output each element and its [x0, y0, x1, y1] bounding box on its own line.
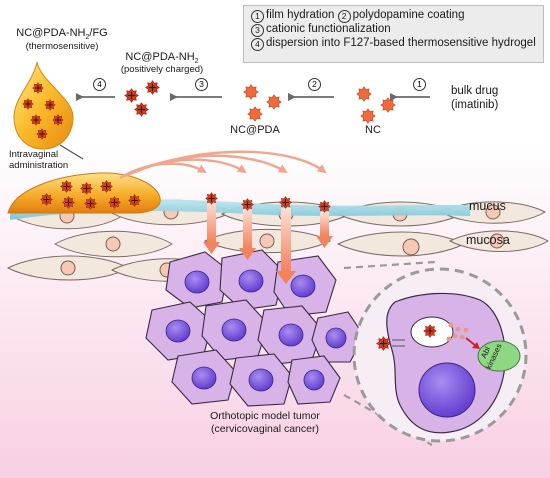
pda-label: NC@PDA	[230, 124, 280, 136]
abl-kinase	[477, 340, 521, 372]
nh2-note: (positively charged)	[120, 64, 204, 75]
hydrogel-on-mucosa	[7, 172, 161, 214]
hydrogel-label: NC@PDA-NH2/FG	[16, 27, 108, 42]
mucosa-label: mucosa	[466, 233, 510, 247]
arrow-step1-number: 1	[413, 78, 426, 91]
step4-number: 4	[251, 38, 264, 51]
mucus-label: mucus	[469, 199, 506, 213]
administration-pointer	[59, 144, 84, 160]
kinase-label: Abl kinases	[479, 340, 514, 372]
tumor-label: Orthotopic model tumor	[210, 410, 320, 422]
hydrogel-note: (thermosensitive)	[25, 41, 99, 52]
release-arrows	[119, 150, 327, 180]
step1-number: 1	[251, 10, 264, 23]
arrow-step2-number: 2	[308, 78, 321, 91]
step2-text: polydopamine coating	[352, 9, 465, 21]
nh2-label: NC@PDA-NH2	[125, 51, 199, 66]
administration-label-1: Intravaginal	[9, 149, 59, 160]
step1-text: film hydration	[266, 9, 335, 21]
tumor-nuclei	[165, 269, 347, 392]
step4-text: dispersion into F127-based thermosensiti…	[266, 37, 536, 49]
tumor-sub-label: (cervicovaginal cancer)	[211, 423, 319, 435]
penetration-arrows	[203, 202, 333, 284]
arrow-step3-number: 3	[195, 78, 208, 91]
bulk-drug-name: (imatinib)	[451, 99, 499, 111]
hydrogel-droplet	[13, 61, 74, 150]
step2-number: 2	[337, 10, 351, 23]
nc-label: NC	[365, 124, 381, 136]
administration-label-2: administration	[9, 160, 69, 171]
step3-text: cationic functionalization	[266, 23, 391, 35]
zoomed-tumor-cell	[376, 292, 521, 434]
arrow-step4-number: 4	[93, 78, 106, 91]
released-drug-dots	[446, 322, 469, 342]
step3-number: 3	[251, 24, 264, 37]
bulk-drug-label: bulk drug	[451, 85, 499, 97]
